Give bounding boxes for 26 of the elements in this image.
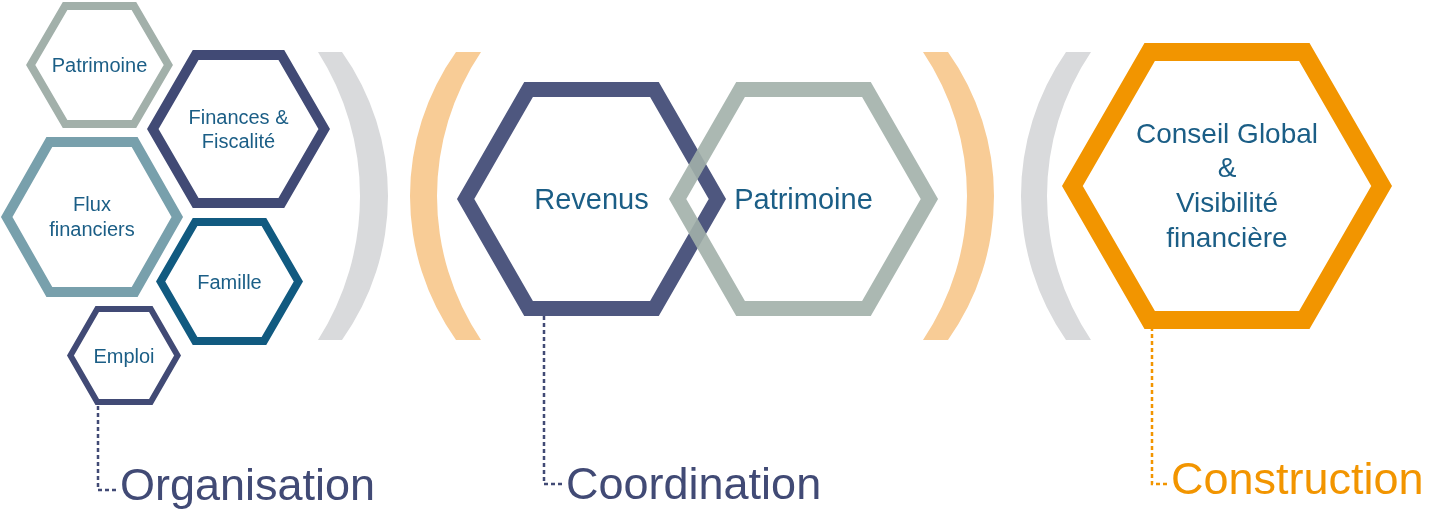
hexagon [147, 50, 330, 208]
hexagon [156, 218, 303, 345]
section-title: Construction [1167, 456, 1424, 501]
hexagon-label: Patrimoine [734, 181, 873, 217]
hexagon [67, 306, 181, 405]
hexagon-label: Famille [197, 269, 262, 294]
hexagon [457, 82, 726, 316]
parenthesis-arc [1021, 52, 1091, 340]
hexagon [1062, 43, 1392, 329]
leader-line [96, 405, 116, 492]
hexagon [1, 137, 183, 297]
hexagon [669, 82, 938, 316]
section-title: Coordination [562, 461, 822, 506]
hexagon [26, 2, 173, 128]
parenthesis-arc [318, 52, 388, 340]
parenthesis-arc [923, 52, 994, 340]
hexagon-label: Flux financiers [49, 192, 135, 242]
section-title: Organisation [116, 462, 376, 507]
leader-line [542, 316, 562, 486]
hexagon-label: Revenus [534, 181, 649, 217]
hexagon-label: Emploi [93, 343, 155, 368]
parenthesis-arc [410, 52, 481, 340]
leader-line [1150, 329, 1167, 486]
hexagon-label: Conseil Global & Visibilité financière [1135, 116, 1319, 255]
hexagon-label: Patrimoine [51, 53, 148, 77]
hexagon-label: Finances & Fiscalité [188, 105, 289, 153]
